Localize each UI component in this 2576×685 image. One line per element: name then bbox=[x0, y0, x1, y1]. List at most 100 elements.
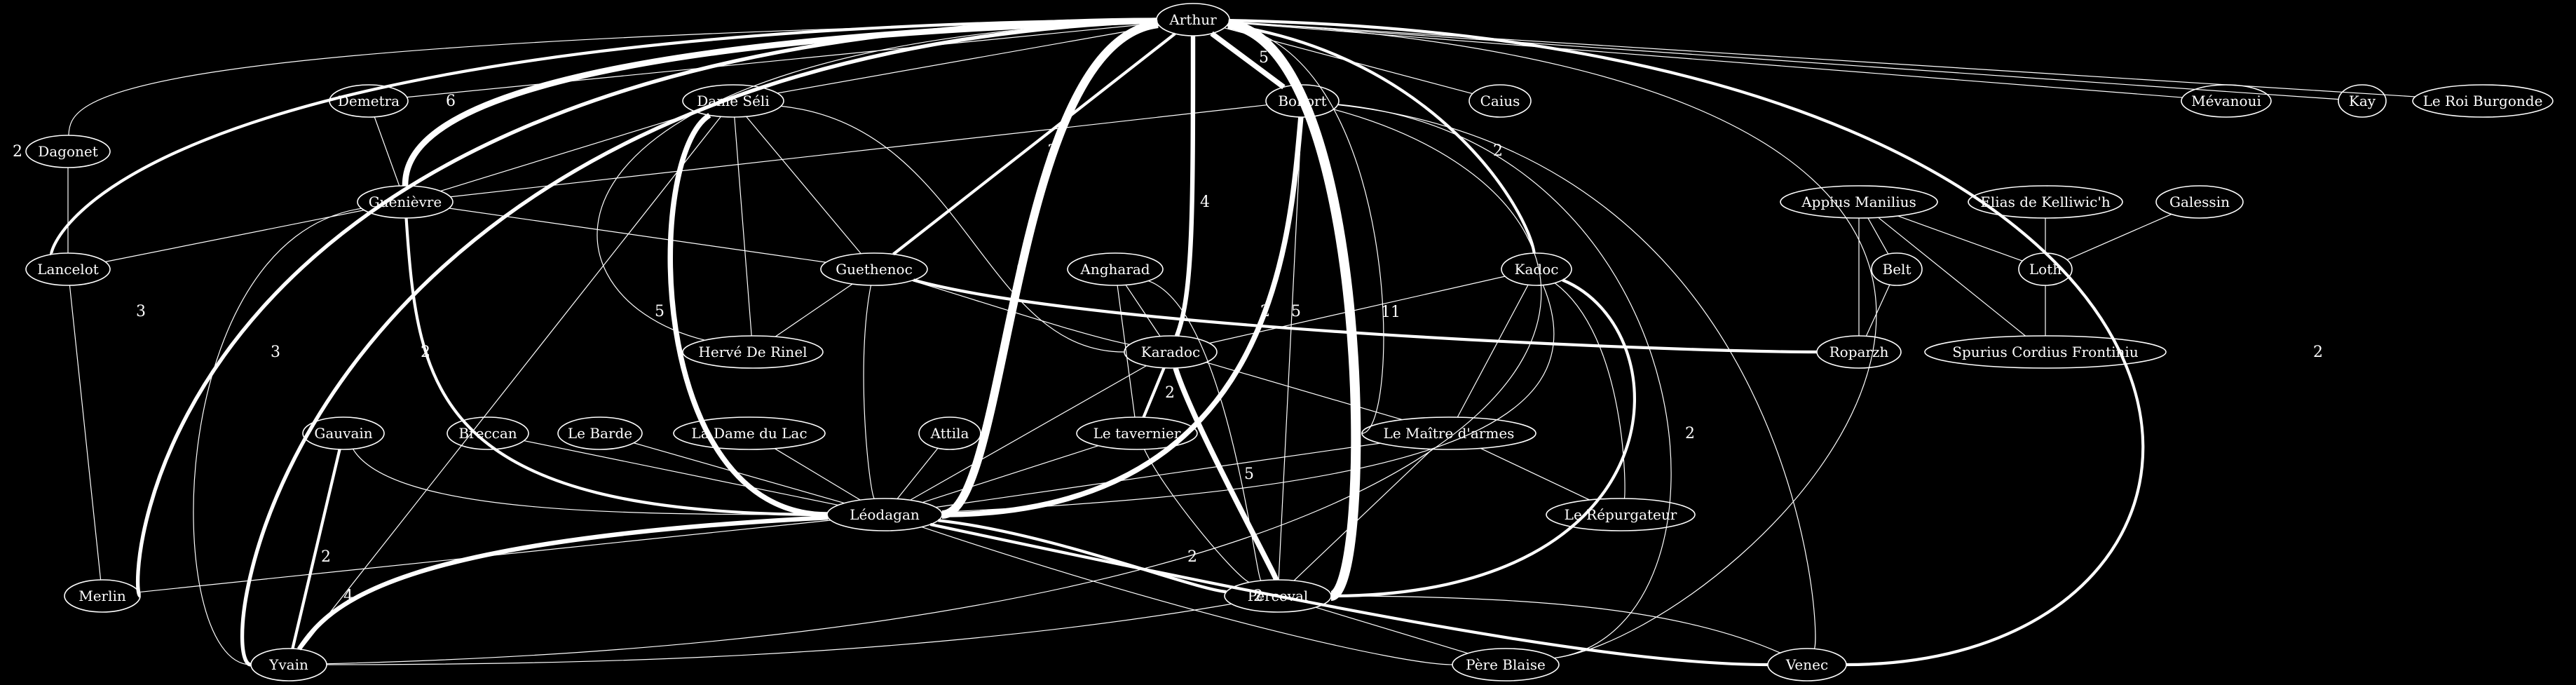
edge-tavernier-perceval bbox=[1144, 449, 1250, 583]
node-label: Roparzh bbox=[1829, 344, 1889, 360]
node-label: Kadoc bbox=[1515, 261, 1559, 278]
edge-arthur-pere_blaise bbox=[1229, 21, 1877, 659]
edge-perceval-venec bbox=[1330, 595, 1780, 653]
node-label: Gauvain bbox=[314, 425, 372, 442]
node-merlin[interactable]: Merlin bbox=[64, 579, 141, 613]
node-ellipse bbox=[1067, 252, 1164, 286]
node-guenievre[interactable]: Guenièvre bbox=[357, 185, 454, 219]
edge-arthur-dame_seli bbox=[777, 25, 1159, 94]
node-appius[interactable]: Appius Manilius bbox=[1780, 185, 1938, 219]
node-ellipse bbox=[2155, 185, 2244, 219]
edge-guethenoc-roparzh bbox=[913, 278, 1818, 354]
edge-weight-label: 2 bbox=[1493, 142, 1503, 160]
node-ellipse bbox=[25, 135, 111, 168]
node-label: Le tavernier bbox=[1093, 425, 1181, 442]
node-angharad[interactable]: Angharad bbox=[1067, 252, 1164, 286]
node-lancelot[interactable]: Lancelot bbox=[25, 252, 111, 286]
node-le-barde[interactable]: Le Barde bbox=[557, 416, 643, 450]
edge-arthur-demetra bbox=[407, 22, 1158, 98]
node-karadoc[interactable]: Karadoc bbox=[1124, 335, 1218, 369]
edge-karadoc-perceval bbox=[1173, 367, 1279, 581]
edge-leodagan-venec bbox=[929, 522, 1769, 667]
node-demetra[interactable]: Demetra bbox=[329, 84, 409, 118]
edge-weight-label: 5 bbox=[655, 303, 665, 320]
node-ellipse bbox=[1452, 648, 1560, 681]
node-kadoc[interactable]: Kadoc bbox=[1501, 252, 1572, 286]
node-label: Perceval bbox=[1248, 588, 1309, 604]
node-label: Père Blaise bbox=[1466, 656, 1546, 673]
node-label: Dame Séli bbox=[697, 93, 769, 109]
node-ellipse bbox=[1780, 185, 1938, 219]
edge-weight-label: 2 bbox=[1253, 588, 1263, 605]
edge-line bbox=[193, 208, 362, 665]
edge-arthur-roi_burgonde bbox=[1229, 21, 2415, 97]
node-dagonet[interactable]: Dagonet bbox=[25, 135, 111, 168]
edge-line bbox=[1174, 35, 1196, 337]
edge-line bbox=[1142, 367, 1166, 418]
node-ellipse bbox=[1468, 84, 1532, 118]
node-repurgateur[interactable]: Le Répurgateur bbox=[1546, 498, 1696, 531]
edge-line bbox=[863, 285, 875, 499]
node-loth[interactable]: Loth bbox=[2018, 252, 2073, 286]
edge-galessin-loth bbox=[2066, 213, 2172, 261]
edges-layer bbox=[50, 18, 2415, 667]
node-label: Dagonet bbox=[38, 143, 98, 160]
edge-line bbox=[1229, 21, 2339, 100]
node-ellipse bbox=[2181, 84, 2272, 118]
node-perceval[interactable]: Perceval bbox=[1224, 579, 1332, 613]
edge-arthur-bohort bbox=[1210, 31, 1286, 90]
node-attila[interactable]: Attila bbox=[918, 416, 981, 450]
node-ellipse bbox=[2412, 84, 2554, 118]
node-spurius[interactable]: Spurius Cordius Frontiniu bbox=[1924, 335, 2167, 369]
edge-bohort-pere_blaise bbox=[1337, 104, 1672, 659]
edge-line bbox=[326, 109, 1542, 665]
edge-line bbox=[1209, 276, 1506, 344]
node-arthur[interactable]: Arthur bbox=[1156, 3, 1230, 36]
node-leodagan[interactable]: Léodagan bbox=[826, 498, 943, 531]
node-galessin[interactable]: Galessin bbox=[2155, 185, 2244, 219]
node-elias[interactable]: Elias de Kelliwic'h bbox=[1968, 185, 2123, 219]
node-ellipse bbox=[1124, 335, 1218, 369]
edge-line bbox=[1229, 21, 1877, 659]
node-herve[interactable]: Hervé De Rinel bbox=[682, 335, 824, 369]
edge-line bbox=[938, 519, 1227, 594]
node-caius[interactable]: Caius bbox=[1468, 84, 1532, 118]
node-label: Le Répurgateur bbox=[1565, 506, 1677, 523]
edge-line bbox=[777, 25, 1159, 94]
node-ellipse bbox=[682, 335, 824, 369]
node-ellipse bbox=[1224, 579, 1332, 613]
node-gauvain[interactable]: Gauvain bbox=[302, 416, 385, 450]
edge-weight-label: 5 bbox=[1291, 303, 1301, 320]
edge-dame_lac-leodagan bbox=[774, 448, 861, 501]
node-label: Bohort bbox=[1278, 93, 1326, 109]
node-tavernier[interactable]: Le tavernier bbox=[1076, 416, 1198, 450]
edge-line bbox=[374, 116, 400, 186]
node-venec[interactable]: Venec bbox=[1767, 648, 1847, 681]
node-maitre-armes[interactable]: Le Maître d'armes bbox=[1361, 416, 1536, 450]
node-label: Belt bbox=[1883, 261, 1911, 278]
node-bohort[interactable]: Bohort bbox=[1265, 84, 1340, 118]
node-ellipse bbox=[557, 416, 643, 450]
node-guethenoc[interactable]: Guethenoc bbox=[820, 252, 928, 286]
node-ellipse bbox=[1501, 252, 1572, 286]
node-yvain[interactable]: Yvain bbox=[250, 648, 327, 681]
node-breccan[interactable]: Breccan bbox=[447, 416, 529, 450]
node-belt[interactable]: Belt bbox=[1871, 252, 1923, 286]
edge-appius-loth bbox=[1897, 215, 2023, 262]
node-pere-blaise[interactable]: Père Blaise bbox=[1452, 648, 1560, 681]
node-roparzh[interactable]: Roparzh bbox=[1816, 335, 1902, 369]
edge-lancelot-merlin bbox=[69, 285, 102, 581]
edge-guenievre-leodagan bbox=[404, 217, 828, 517]
node-ellipse bbox=[918, 416, 981, 450]
node-dame-seli[interactable]: Dame Séli bbox=[682, 84, 784, 118]
node-ellipse bbox=[447, 416, 529, 450]
edge-weight-label: 4 bbox=[343, 588, 353, 605]
node-roi-burgonde[interactable]: Le Roi Burgonde bbox=[2412, 84, 2554, 118]
node-label: Merlin bbox=[79, 588, 126, 604]
node-mevanoui[interactable]: Mévanoui bbox=[2181, 84, 2272, 118]
node-kay[interactable]: Kay bbox=[2338, 84, 2387, 118]
edge-guenievre-guethenoc bbox=[449, 208, 826, 263]
node-dame-lac[interactable]: La Dame du Lac bbox=[673, 416, 826, 450]
